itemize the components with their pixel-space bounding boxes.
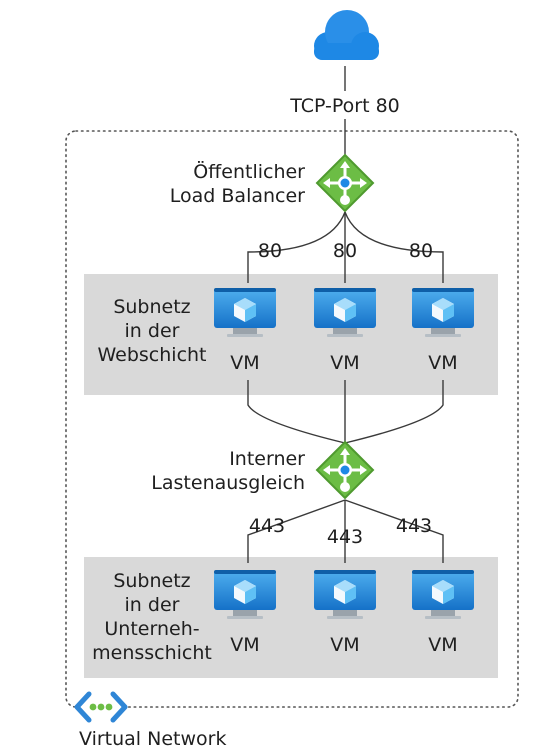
business-vm-label-1: VM	[230, 634, 259, 656]
connector-lines	[247, 66, 444, 563]
web-vm-label-1: VM	[230, 352, 259, 374]
vnet-boundary	[65, 130, 519, 708]
virtual-network-icon	[74, 691, 128, 723]
internal-load-balancer-icon	[315, 440, 375, 500]
public-lb-label-line1: Öffentlicher	[193, 160, 305, 183]
public-load-balancer-icon	[315, 153, 375, 213]
business-vm-label-3: VM	[428, 634, 457, 656]
business-port-label-2: 443	[327, 526, 363, 548]
business-vm-label-2: VM	[330, 634, 359, 656]
internal-lb-label-line1: Interner	[229, 448, 305, 470]
business-subnet-label-line2: in der	[125, 594, 180, 616]
business-port-label-3: 443	[396, 515, 432, 537]
web-subnet-label-line3: Webschicht	[97, 344, 206, 366]
web-port-label-2: 80	[333, 240, 357, 262]
web-subnet-label-line1: Subnetz	[113, 296, 190, 318]
business-port-label-1: 443	[249, 515, 285, 537]
web-vm-label-3: VM	[428, 352, 457, 374]
web-port-label-1: 80	[258, 240, 282, 262]
tcp-port-label: TCP-Port 80	[289, 95, 400, 117]
virtual-network-label: Virtual Network	[79, 728, 226, 750]
business-subnet-label-line4: mensschicht	[92, 642, 212, 664]
cloud-icon	[314, 10, 379, 60]
business-subnet-label-line3: Unterneh-	[104, 618, 199, 640]
internal-lb-label-line2: Lastenausgleich	[151, 472, 305, 494]
web-port-label-3: 80	[409, 240, 433, 262]
web-subnet-label-line2: in der	[125, 320, 180, 342]
business-subnet-label-line1: Subnetz	[113, 570, 190, 592]
public-lb-label-line2: Load Balancer	[170, 185, 305, 207]
web-vm-label-2: VM	[330, 352, 359, 374]
